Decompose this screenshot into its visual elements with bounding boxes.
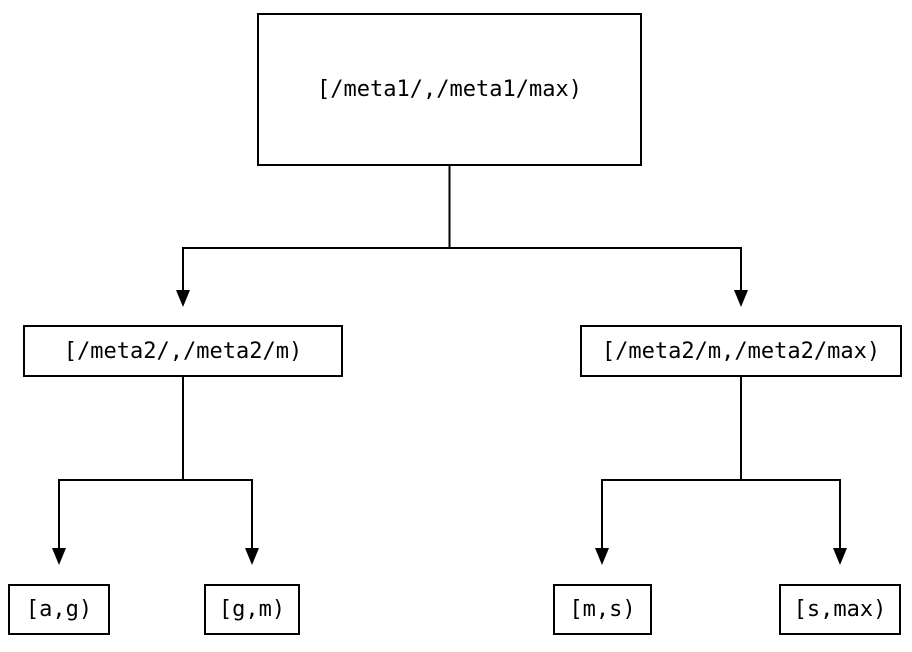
node-leaf-ms: [m,s) [553, 584, 652, 635]
arrowhead-down-icon [734, 290, 748, 307]
arrowhead-down-icon [833, 548, 847, 565]
node-leaf-smax: [s,max) [779, 584, 901, 635]
arrowhead-down-icon [176, 290, 190, 307]
node-root-label: [/meta1/,/meta1/max) [317, 77, 582, 102]
node-meta2-right: [/meta2/m,/meta2/max) [580, 325, 902, 377]
node-leaf-ag: [a,g) [8, 584, 110, 635]
node-meta2-left: [/meta2/,/meta2/m) [23, 325, 343, 377]
node-leaf-gm-label: [g,m) [218, 597, 286, 622]
arrowhead-down-icon [52, 548, 66, 565]
node-leaf-smax-label: [s,max) [793, 597, 887, 622]
node-leaf-gm: [g,m) [204, 584, 300, 635]
node-meta2-right-label: [/meta2/m,/meta2/max) [601, 338, 881, 364]
node-leaf-ms-label: [m,s) [569, 597, 636, 622]
arrowhead-down-icon [595, 548, 609, 565]
node-meta2-left-label: [/meta2/,/meta2/m) [63, 338, 303, 364]
node-root: [/meta1/,/meta1/max) [257, 13, 642, 166]
arrowhead-down-icon [245, 548, 259, 565]
node-leaf-ag-label: [a,g) [25, 597, 93, 622]
